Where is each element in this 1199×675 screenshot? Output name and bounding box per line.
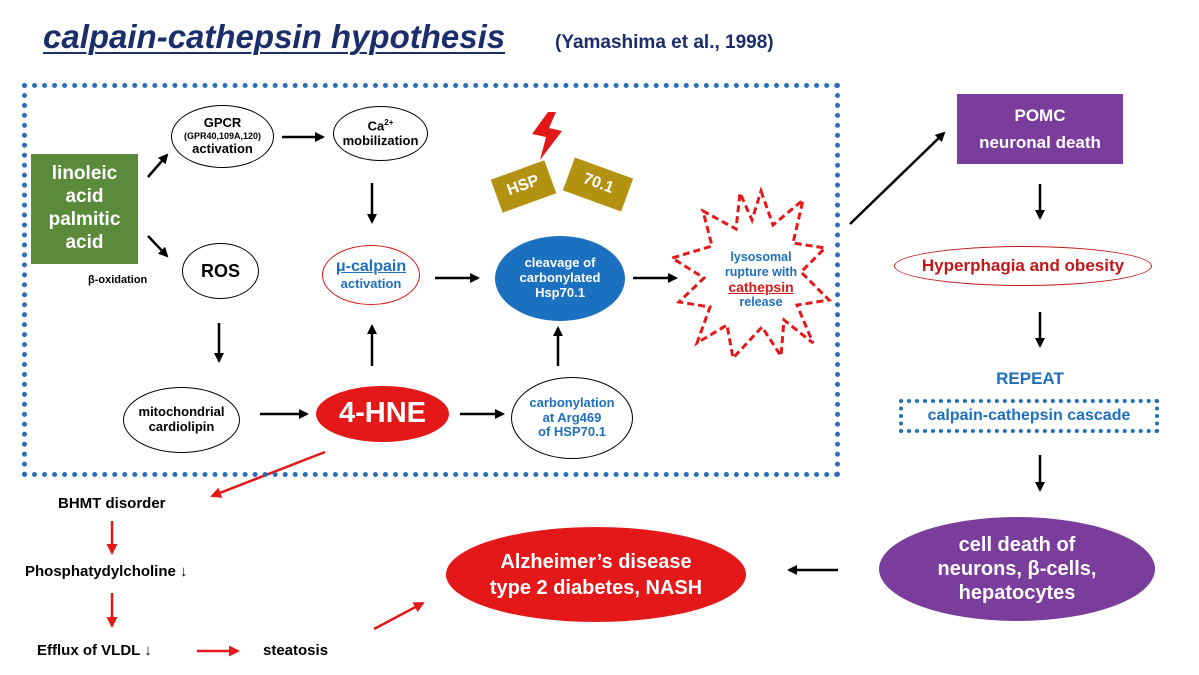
disease-node: Alzheimer’s disease type 2 diabetes, NAS… bbox=[446, 527, 746, 622]
hyperphagia-obesity-node: Hyperphagia and obesity bbox=[894, 246, 1152, 286]
page-title: calpain-cathepsin hypothesis bbox=[43, 18, 506, 55]
phosphatidylcholine-label: Phosphatydylcholine ↓ bbox=[25, 563, 188, 580]
heat-shock-lightning-icon bbox=[532, 112, 562, 160]
lysosomal-rupture-node: lysosomal rupture with cathepsin release bbox=[724, 250, 798, 310]
rupture-starburst-icon bbox=[668, 186, 833, 362]
calpain-pathway-frame bbox=[22, 83, 840, 477]
beta-oxidation-label: β-oxidation bbox=[88, 274, 148, 286]
arrow-fatty-to-gpcr bbox=[147, 153, 169, 178]
repeat-label: REPEAT bbox=[996, 369, 1064, 388]
arrow-fatty-to-ros bbox=[147, 235, 169, 258]
calpain-activation-node: μ-calpain activation bbox=[322, 245, 420, 305]
ros-node: ROS bbox=[182, 243, 259, 299]
gpcr-activation-node: GPCR (GPR40,109A,120) activation bbox=[171, 105, 274, 168]
steatosis-label: steatosis bbox=[263, 642, 329, 659]
vldl-efflux-label: Efflux of VLDL ↓ bbox=[37, 642, 152, 659]
pomc-neuronal-death-box: POMC neuronal death bbox=[957, 94, 1123, 164]
mitochondrial-cardiolipin-node: mitochondrial cardiolipin bbox=[123, 387, 240, 453]
hne-node: 4-HNE bbox=[316, 386, 449, 442]
fatty-acids-box: linoleic acid palmitic acid bbox=[31, 154, 138, 264]
bhmt-disorder-label: BHMT disorder bbox=[58, 495, 166, 512]
cleavage-hsp701-node: cleavage of carbonylated Hsp70.1 bbox=[495, 236, 625, 321]
arrow-box-to-pomc bbox=[849, 131, 946, 225]
arrow-steatosis-to-disease bbox=[373, 601, 425, 631]
carbonylation-node: carbonylation at Arg469 of HSP70.1 bbox=[511, 377, 633, 459]
cell-death-node: cell death of neurons, β-cells, hepatocy… bbox=[879, 517, 1155, 621]
calpain-cathepsin-cascade-box: calpain-cathepsin cascade bbox=[899, 399, 1159, 433]
ca-mobilization-node: Ca2+ mobilization bbox=[333, 106, 428, 161]
citation: (Yamashima et al., 1998) bbox=[555, 32, 774, 53]
